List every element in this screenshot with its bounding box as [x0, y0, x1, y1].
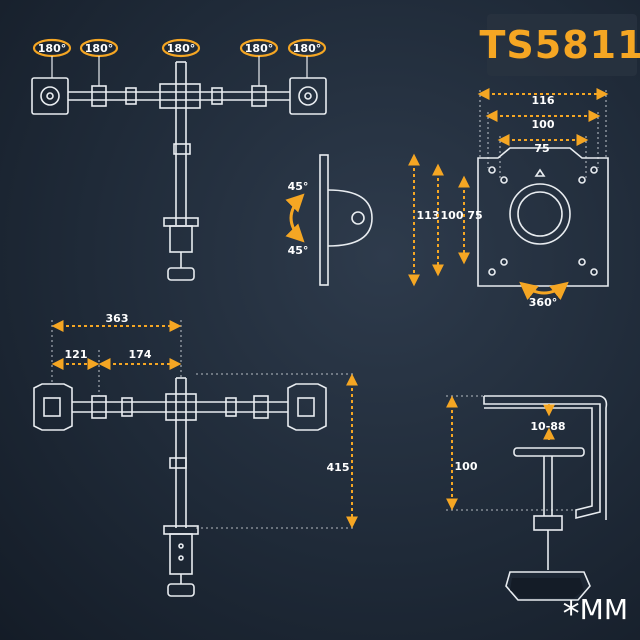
swivel-4: 180°: [239, 38, 279, 86]
front-arm-drawing: [33, 377, 327, 597]
tilt-down-label: 45°: [288, 244, 309, 257]
swivel-label-5: 180°: [293, 42, 321, 55]
swivel-3: 180°: [161, 38, 201, 58]
top-arm-drawing: [31, 61, 327, 281]
clamp-drawing: 10-88 100: [446, 395, 608, 601]
plate-rotation-label: 360°: [529, 296, 557, 309]
vesa-height-100: 100: [441, 209, 464, 222]
right-vesa-plate-top: [289, 77, 327, 115]
dim-height: 415: [327, 461, 350, 474]
front-arm-dimensions: 363 121 174 415: [51, 312, 358, 529]
vesa-width-75: 75: [534, 142, 549, 155]
swivel-label-2: 180°: [85, 42, 113, 55]
desk-thickness-label: 10-88: [530, 420, 565, 433]
swivel-1: 180°: [32, 38, 72, 78]
swivel-label-3: 180°: [167, 42, 195, 55]
unit-asterisk: *: [562, 594, 580, 634]
swivel-label-4: 180°: [245, 42, 273, 55]
tilt-up-label: 45°: [288, 180, 309, 193]
unit-note: *MM: [563, 593, 628, 634]
vesa-height-113: 113: [417, 209, 440, 222]
vesa-height-75: 75: [467, 209, 482, 222]
unit-label: MM: [579, 593, 628, 626]
vesa-width-116: 116: [532, 94, 555, 107]
swivel-2: 180°: [79, 38, 119, 86]
dim-outer-span: 174: [129, 348, 152, 361]
left-vesa-plate-top: [31, 77, 69, 115]
model-badge: TS5811: [479, 14, 640, 76]
tilt-side-view: 45° 45°: [285, 154, 373, 286]
swivel-indicators: 180° 180° 180° 180° 180°: [32, 38, 327, 86]
swivel-label-1: 180°: [38, 42, 66, 55]
swivel-5: 180°: [287, 38, 327, 78]
clamp-depth-label: 100: [455, 460, 478, 473]
dim-total-reach: 363: [106, 312, 129, 325]
dim-inner-span: 121: [65, 348, 88, 361]
model-number: TS5811: [479, 23, 640, 67]
vesa-width-100: 100: [532, 118, 555, 131]
vesa-plate-drawing: 116 100 75 113 100 75 360°: [408, 88, 609, 309]
